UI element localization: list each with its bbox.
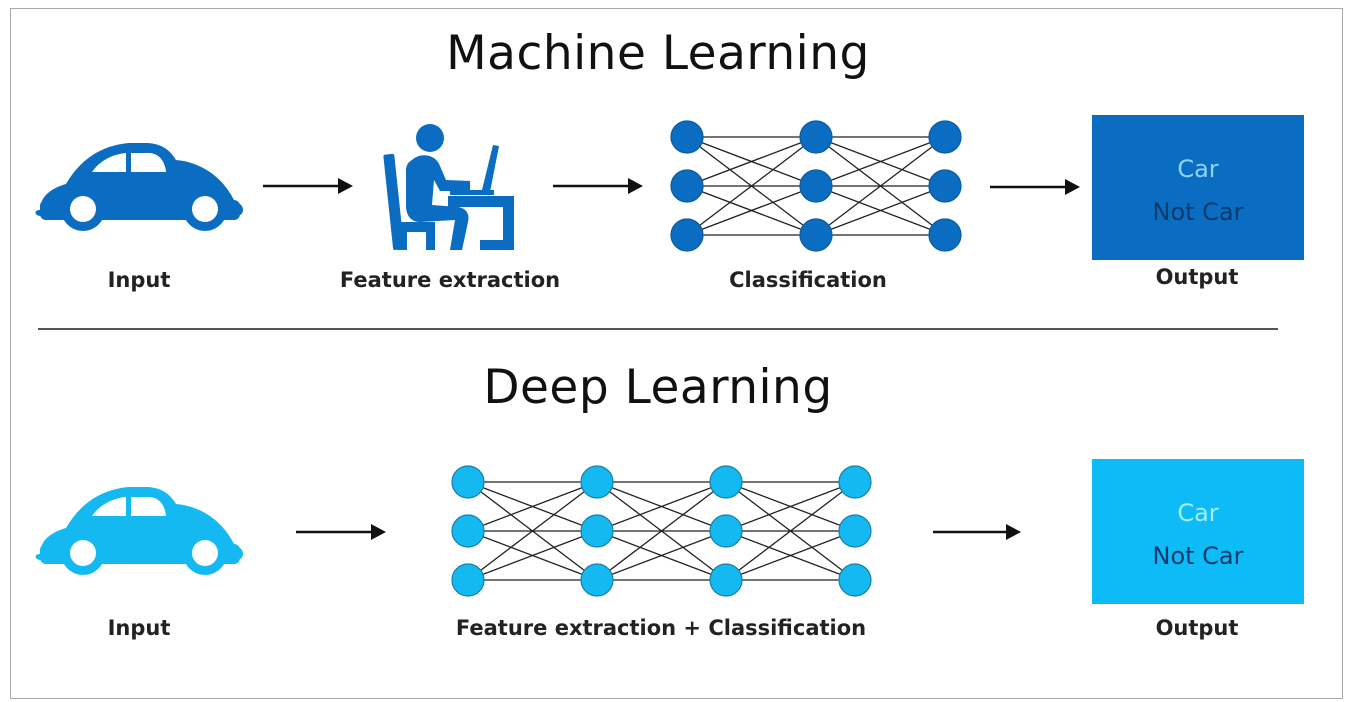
dl-network-edge <box>467 530 598 581</box>
dl-input-label: Input <box>107 616 171 640</box>
ml-network-edge <box>686 136 817 187</box>
ml-network-node <box>928 169 962 203</box>
ml-classification-label: Classification <box>729 268 887 292</box>
ml-feature-label: Feature extraction <box>339 268 561 292</box>
ml-title: Machine Learning <box>446 26 870 81</box>
ml-network-node <box>799 169 833 203</box>
ml-network-node <box>928 120 962 154</box>
dl-network-edge <box>596 481 727 532</box>
ml-arrow-3 <box>990 179 1080 195</box>
ml-network-node <box>928 218 962 252</box>
dl-network-edge <box>467 481 598 581</box>
dl-title: Deep Learning <box>483 360 833 415</box>
dl-network-edge <box>596 481 727 581</box>
dl-network-edge <box>467 481 598 532</box>
dl-network-node <box>451 514 485 548</box>
ml-output-car: Car <box>1177 155 1219 183</box>
dl-network-edge <box>596 530 727 581</box>
dl-network-node <box>580 563 614 597</box>
dl-feature-classification-label: Feature extraction + Classification <box>455 616 867 640</box>
ml-network-edge <box>686 136 817 236</box>
dl-network-node <box>580 465 614 499</box>
dl-network-node <box>451 465 485 499</box>
person-at-laptop-icon <box>383 124 514 251</box>
ml-output-label: Output <box>1155 265 1239 289</box>
ml-input-label: Input <box>107 268 171 292</box>
dl-network-node <box>709 563 743 597</box>
ml-output-box: Car Not Car <box>1092 115 1304 260</box>
dl-network-node <box>580 514 614 548</box>
ml-arrow-1 <box>263 178 353 194</box>
ml-network-edge <box>815 136 946 236</box>
ml-output-not-car: Not Car <box>1152 198 1244 226</box>
dl-arrow-2 <box>933 524 1021 540</box>
ml-network-node <box>670 218 704 252</box>
ml-network-edge <box>815 185 946 236</box>
dl-output-car: Car <box>1177 499 1219 527</box>
ml-network-node <box>670 169 704 203</box>
ml-network-node <box>670 120 704 154</box>
ml-network-edge <box>686 185 817 236</box>
section-divider <box>38 328 1278 330</box>
dl-network-node <box>838 514 872 548</box>
dl-network-edge <box>725 481 856 532</box>
dl-network-node <box>838 465 872 499</box>
dl-output-label: Output <box>1155 616 1239 640</box>
dl-output-not-car: Not Car <box>1152 542 1244 570</box>
dl-network-node <box>451 563 485 597</box>
dl-network-node <box>709 514 743 548</box>
dl-car-icon <box>35 487 243 575</box>
ml-network-node <box>799 218 833 252</box>
dl-arrow-1 <box>296 524 386 540</box>
ml-network-node <box>799 120 833 154</box>
ml-car-icon <box>35 143 243 231</box>
ml-network-edge <box>815 136 946 187</box>
ml-neural-network-icon <box>670 120 962 252</box>
dl-network-edge <box>725 481 856 581</box>
dl-neural-network-icon <box>451 465 872 597</box>
dl-network-node <box>838 563 872 597</box>
dl-output-box: Car Not Car <box>1092 459 1304 604</box>
dl-network-node <box>709 465 743 499</box>
ml-arrow-2 <box>553 178 643 194</box>
dl-network-edge <box>725 530 856 581</box>
